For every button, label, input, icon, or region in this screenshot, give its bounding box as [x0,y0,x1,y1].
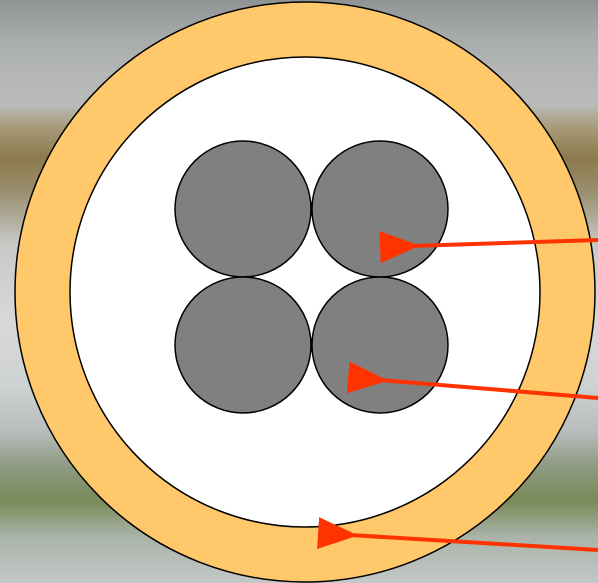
insulation [70,57,540,527]
conductor-bottom-right [312,277,448,413]
conductor-top-left [175,141,311,277]
conductor-top-right [312,141,448,277]
conductor-bottom-left [175,277,311,413]
